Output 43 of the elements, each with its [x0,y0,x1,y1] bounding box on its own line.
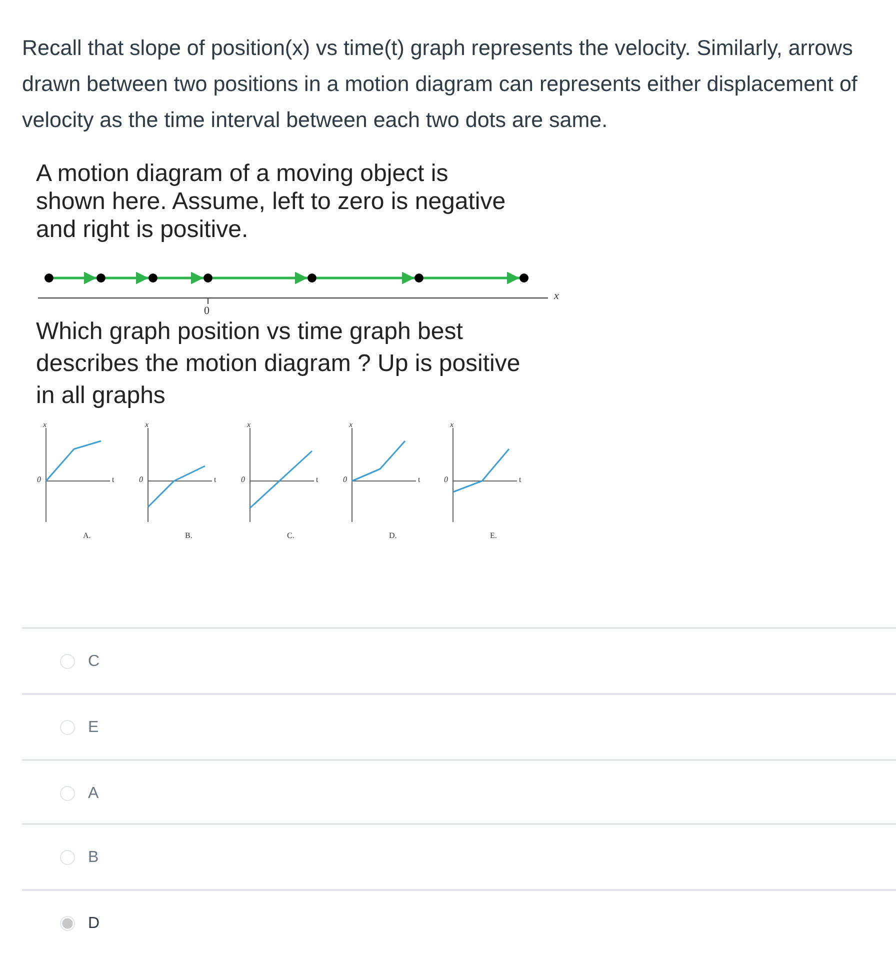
graph-label: E. [490,531,497,541]
position-dot [414,274,424,282]
axis-label: t [214,475,216,485]
axis-label: x [349,420,353,430]
option-label: A [88,784,100,804]
axis-label: t [418,475,420,485]
axis-label: x [554,290,559,302]
option-label: B [88,848,100,868]
graph-label: D. [389,531,397,541]
question-text: A motion diagram of a moving object is shown here. Assume, left to zero is negative and right is positive. [36,160,507,244]
axis-label: x [247,420,251,430]
axis-label: t [316,475,318,485]
arrow [106,272,148,284]
graph-label: A. [83,531,91,541]
graph-label: B. [185,531,192,541]
axis-label: x [145,420,149,430]
option-label: E [88,718,100,738]
position-dot [44,274,54,282]
position-dot [308,274,316,282]
arrow [316,272,414,284]
position-dot [204,274,212,282]
position-dot [96,274,106,282]
position-dot [148,274,158,282]
instruction-paragraph: Recall that slope of position(x) vs time(t) graph represents the velocity. Similarly, arrows drawn between two positions in a motion diagram can represents either displacement of velocity as the time interval between each two dots are same. [22,35,858,134]
axis-label: t [519,475,522,485]
arrow [158,272,204,284]
question-text: Which graph position vs time graph best describes the motion diagram ? Up is positive in all graphs [36,317,522,411]
axis-label: x [43,420,47,430]
axis-label: 0 [37,475,41,485]
arrow [212,272,308,284]
position-dot [520,274,528,282]
axis-label: 0 [444,475,448,485]
axis-label: 0 [241,475,245,485]
axis-label: t [112,475,114,485]
arrow [54,272,96,284]
arrow [424,272,520,284]
axis-label: 0 [139,475,143,485]
graph-label: C. [287,531,294,541]
option-label: C [88,652,101,672]
axis-label: x [450,420,454,430]
axis-label: 0 [343,475,347,485]
axis-label: 0 [204,305,210,317]
option-label: D [88,914,101,934]
